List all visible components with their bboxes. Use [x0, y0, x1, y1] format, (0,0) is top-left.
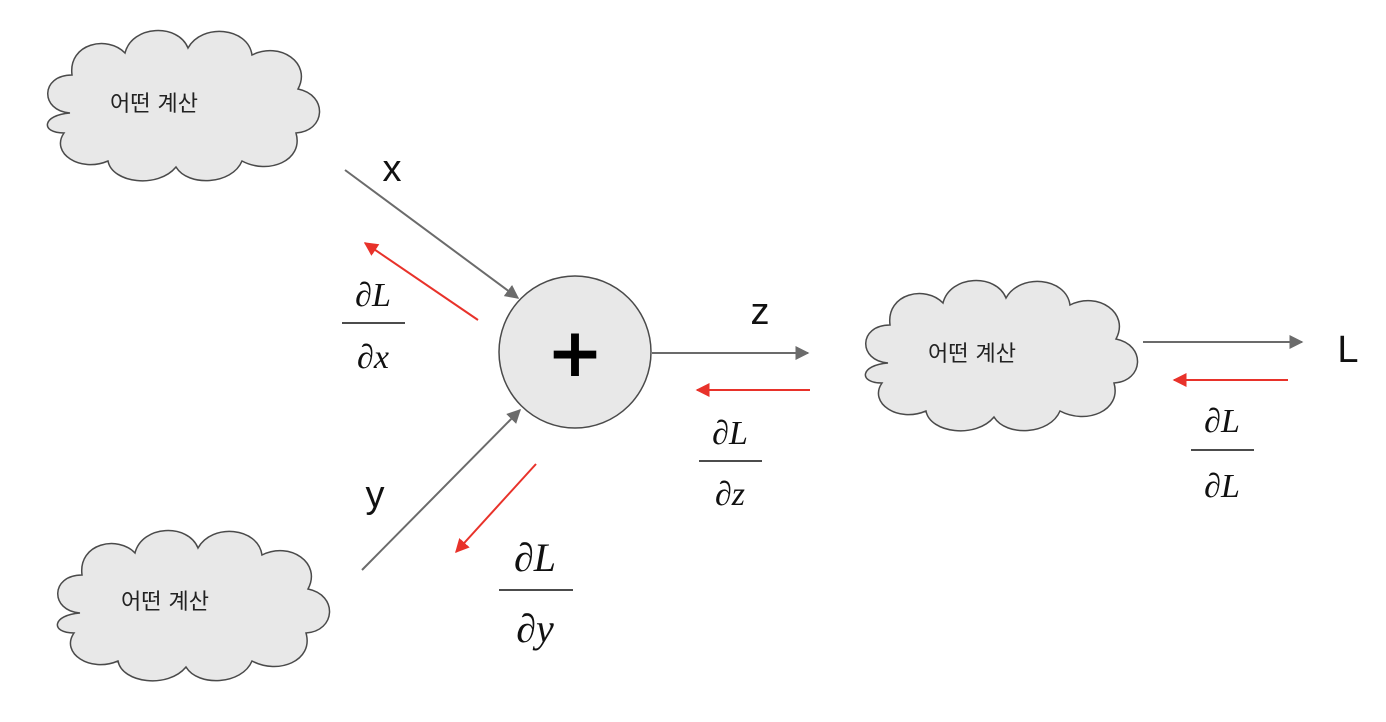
gradient-dLdx: ∂L ∂x — [342, 277, 405, 376]
cloud-label: 어떤 계산 — [928, 342, 1016, 367]
gradient-dLdL: ∂L ∂L — [1191, 403, 1254, 505]
backward-arrow-x — [363, 242, 479, 321]
fraction-numerator: ∂L — [712, 415, 748, 452]
gradient-dLdy: ∂L ∂y — [499, 535, 573, 651]
backward-arrow-y — [455, 463, 537, 554]
fraction-denominator: ∂x — [357, 339, 389, 376]
fraction-denominator: ∂y — [516, 606, 554, 651]
cloud-label: 어떤 계산 — [121, 590, 209, 615]
fraction-numerator: ∂L — [1204, 403, 1240, 440]
plus-icon: + — [547, 314, 604, 393]
label-y: y — [366, 474, 385, 516]
cloud-label: 어떤 계산 — [110, 92, 198, 117]
cloud-bottom-left: 어떤 계산 — [56, 529, 331, 682]
cloud-right: 어떤 계산 — [864, 279, 1139, 432]
forward-arrow-x — [344, 169, 520, 299]
forward-arrow-y — [361, 409, 521, 571]
label-L: L — [1337, 329, 1358, 371]
fraction-numerator: ∂L — [514, 535, 556, 580]
fraction-numerator: ∂L — [355, 277, 391, 314]
fraction-denominator: ∂z — [715, 476, 745, 513]
label-x: x — [383, 148, 402, 190]
fraction-denominator: ∂L — [1204, 468, 1240, 505]
gradient-dLdz: ∂L ∂z — [699, 415, 762, 513]
label-z: z — [751, 291, 770, 333]
add-node: + — [498, 275, 652, 429]
cloud-top-left: 어떤 계산 — [46, 29, 321, 182]
